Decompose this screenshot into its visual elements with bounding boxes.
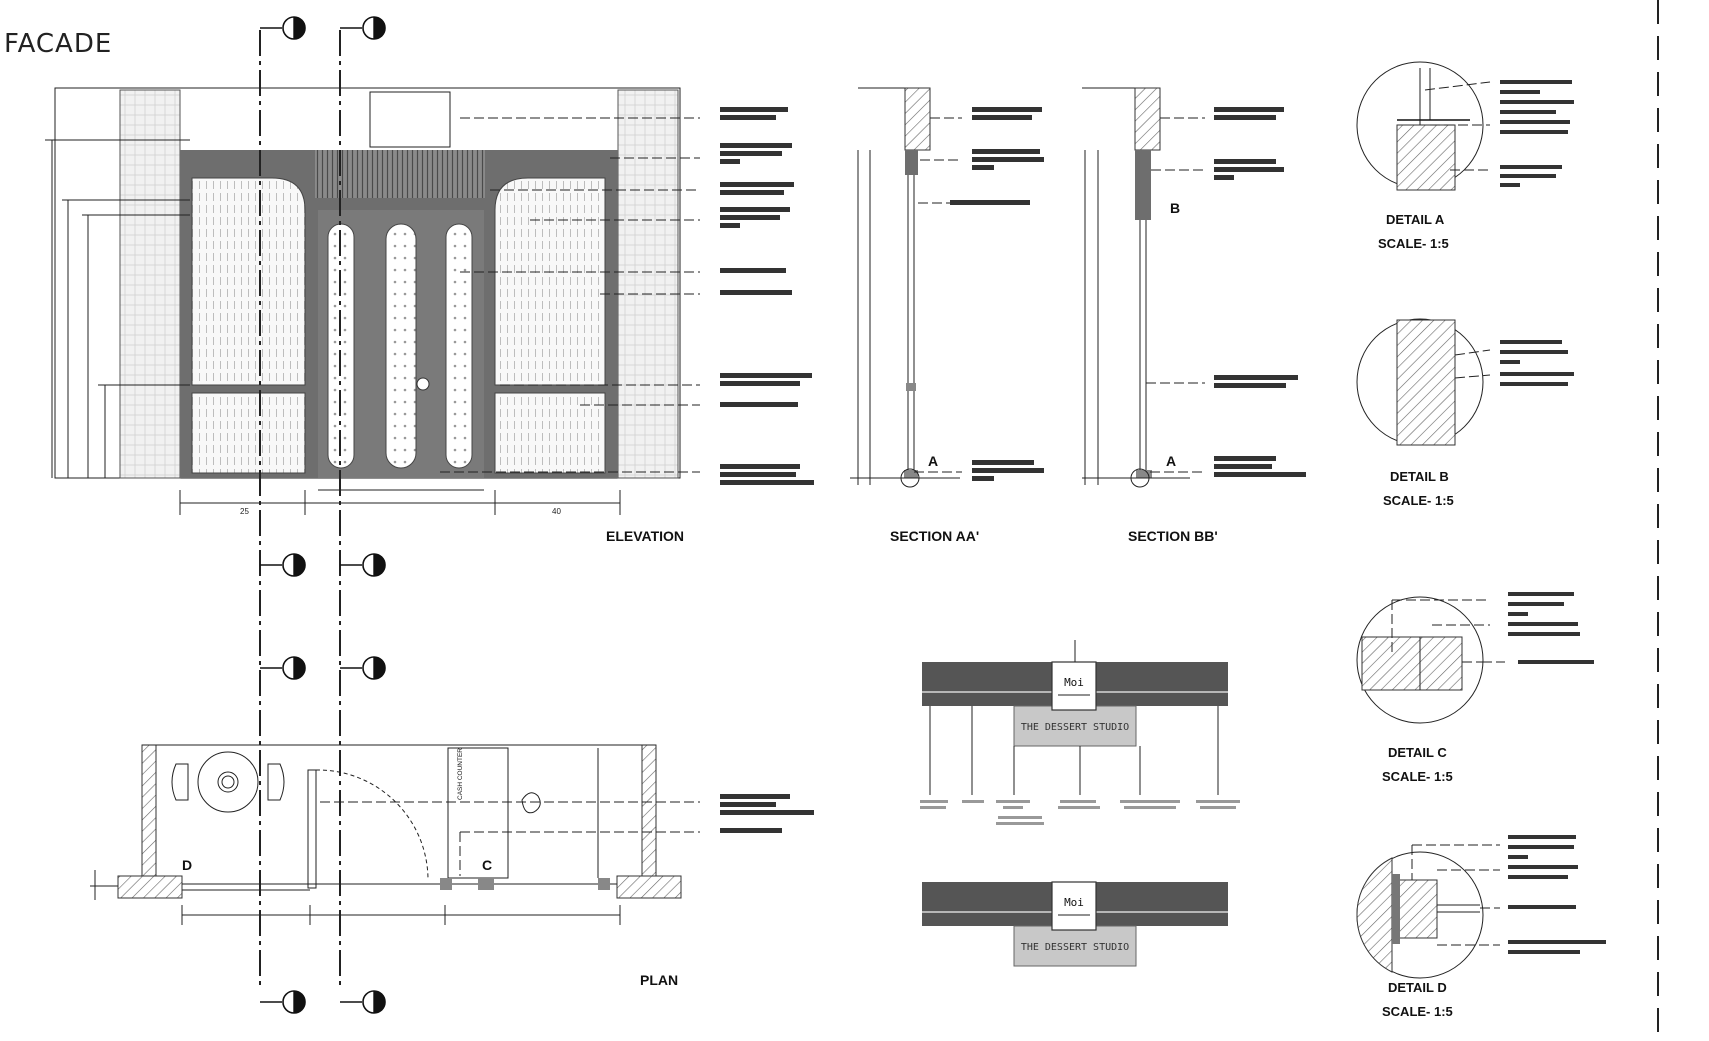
detail-d: DETAIL D SCALE- 1:5 xyxy=(1356,835,1606,1019)
right-arched-glazing xyxy=(494,177,606,386)
dim-left-width: 25 xyxy=(240,507,249,516)
studio-text-bottom: THE DESSERT STUDIO xyxy=(1021,942,1129,953)
left-lower-glazing xyxy=(191,392,306,474)
cut-marker-bottom-a xyxy=(260,990,306,1014)
detail-b-scale: SCALE- 1:5 xyxy=(1383,493,1454,508)
door-handle xyxy=(416,377,430,391)
plan-dimensions xyxy=(90,870,621,925)
detail-d-scale: SCALE- 1:5 xyxy=(1382,1004,1453,1019)
door-slot-right xyxy=(445,223,473,469)
section-aa-note-blocks xyxy=(950,107,1044,481)
plan-label: PLAN xyxy=(640,972,678,988)
elevation-view: 25 40 ELEVATION xyxy=(45,87,814,544)
cash-counter-label: CASH COUNTER xyxy=(457,748,464,800)
elevation-label: ELEVATION xyxy=(606,528,684,544)
cut-marker-top-b xyxy=(340,16,386,40)
cut-marker-top-a xyxy=(260,16,306,40)
logo-text-bottom: Moi xyxy=(1064,896,1084,909)
right-tile-pier xyxy=(617,89,679,479)
detail-a-scale: SCALE- 1:5 xyxy=(1378,236,1449,251)
plan-view: CASH COUNTER D C PLAN xyxy=(90,744,814,988)
cut-marker-mid-b xyxy=(340,553,386,577)
left-arched-glazing xyxy=(191,177,306,386)
dim-right-width: 40 xyxy=(552,507,561,516)
section-aa-header xyxy=(905,150,918,175)
signage-outline xyxy=(369,91,451,148)
detail-a-label: DETAIL A xyxy=(1386,212,1445,227)
marker-b-section-bb: B xyxy=(1170,200,1180,216)
right-lower-glazing xyxy=(494,392,606,474)
section-aa-view: A SECTION AA' xyxy=(850,87,1044,544)
marker-a-section-bb: A xyxy=(1166,453,1176,469)
detail-c: DETAIL C SCALE- 1:5 xyxy=(1356,592,1594,784)
detail-c-scale: SCALE- 1:5 xyxy=(1382,769,1453,784)
marker-c-plan: C xyxy=(482,857,492,873)
cut-marker-plan-top-b xyxy=(340,656,386,680)
sign-box-bottom xyxy=(1013,925,1137,967)
section-bb-note-blocks xyxy=(1214,107,1306,477)
section-bb-label: SECTION BB' xyxy=(1128,528,1218,544)
detail-c-label: DETAIL C xyxy=(1388,745,1447,760)
cut-marker-bottom-b xyxy=(340,990,386,1014)
detail-d-label: DETAIL D xyxy=(1388,980,1447,995)
detail-a: DETAIL A SCALE- 1:5 xyxy=(1356,61,1574,251)
elevation-note-blocks xyxy=(720,107,814,485)
section-aa-label: SECTION AA' xyxy=(890,528,979,544)
section-bb-view: B A SECTION BB' xyxy=(1082,87,1306,544)
studio-text-top: THE DESSERT STUDIO xyxy=(1021,722,1129,733)
elevation-left-dimensions xyxy=(45,139,190,478)
table-and-chairs xyxy=(171,751,285,813)
cut-marker-mid-a xyxy=(260,553,306,577)
elevation-leaders xyxy=(440,117,700,473)
door-swing xyxy=(315,769,429,881)
logo-box-bottom xyxy=(1051,881,1097,931)
marker-a-section-aa: A xyxy=(928,453,938,469)
sign-box-top xyxy=(1013,705,1137,747)
section-bb-header xyxy=(1135,150,1151,220)
section-aa-signage xyxy=(904,87,931,151)
detail-b: DETAIL B SCALE- 1:5 xyxy=(1356,318,1574,508)
signage-elevation-top: Moi THE DESSERT STUDIO xyxy=(920,640,1240,825)
marker-d-plan: D xyxy=(182,857,192,873)
detail-b-label: DETAIL B xyxy=(1390,469,1449,484)
section-cut-lines xyxy=(259,16,386,1014)
logo-text-top: Moi xyxy=(1064,676,1084,689)
sheet-title: FACADE xyxy=(4,29,112,59)
section-bb-signage xyxy=(1134,87,1161,151)
door-slot-center xyxy=(385,223,417,469)
fluted-header-panel xyxy=(315,150,485,198)
left-tile-pier xyxy=(119,89,181,479)
cut-marker-plan-top-a xyxy=(260,656,306,680)
logo-box-top xyxy=(1051,661,1097,711)
signage-elevation-bottom: Moi THE DESSERT STUDIO xyxy=(922,881,1228,967)
elevation-bottom-dimensions xyxy=(179,489,621,515)
